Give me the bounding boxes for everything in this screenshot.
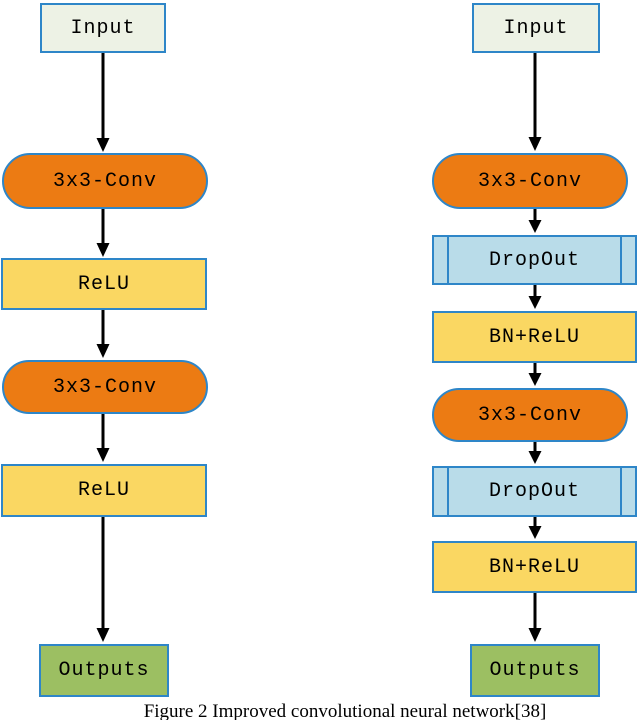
arrow-down <box>528 517 542 539</box>
arrow-down <box>528 442 542 464</box>
arrow-down <box>528 593 542 642</box>
figure-caption: Figure 2 Improved convolutional neural n… <box>143 701 547 720</box>
arrow-down <box>96 517 110 642</box>
node-right-conv-2: 3x3-Conv <box>432 388 628 442</box>
arrow-down <box>528 363 542 386</box>
node-right-bnrelu-2: BN+ReLU <box>432 541 637 593</box>
node-left-conv-2: 3x3-Conv <box>2 360 208 414</box>
arrow-down <box>528 53 542 151</box>
node-right-outputs: Outputs <box>470 644 600 697</box>
node-left-outputs: Outputs <box>39 644 169 697</box>
node-left-conv-1: 3x3-Conv <box>2 153 208 209</box>
node-left-relu-1: ReLU <box>1 258 207 310</box>
node-left-relu-2: ReLU <box>1 464 207 517</box>
arrow-down <box>96 414 110 462</box>
node-right-conv-1: 3x3-Conv <box>432 153 628 209</box>
node-right-input: Input <box>472 3 600 53</box>
node-right-dropout-2: DropOut <box>432 466 637 517</box>
arrow-down <box>96 209 110 257</box>
node-right-dropout-1: DropOut <box>432 235 637 285</box>
arrow-down <box>96 310 110 358</box>
node-right-bnrelu-1: BN+ReLU <box>432 311 637 363</box>
arrow-down <box>528 209 542 233</box>
arrow-down <box>96 53 110 152</box>
node-left-input: Input <box>40 3 166 53</box>
arrow-down <box>528 285 542 309</box>
